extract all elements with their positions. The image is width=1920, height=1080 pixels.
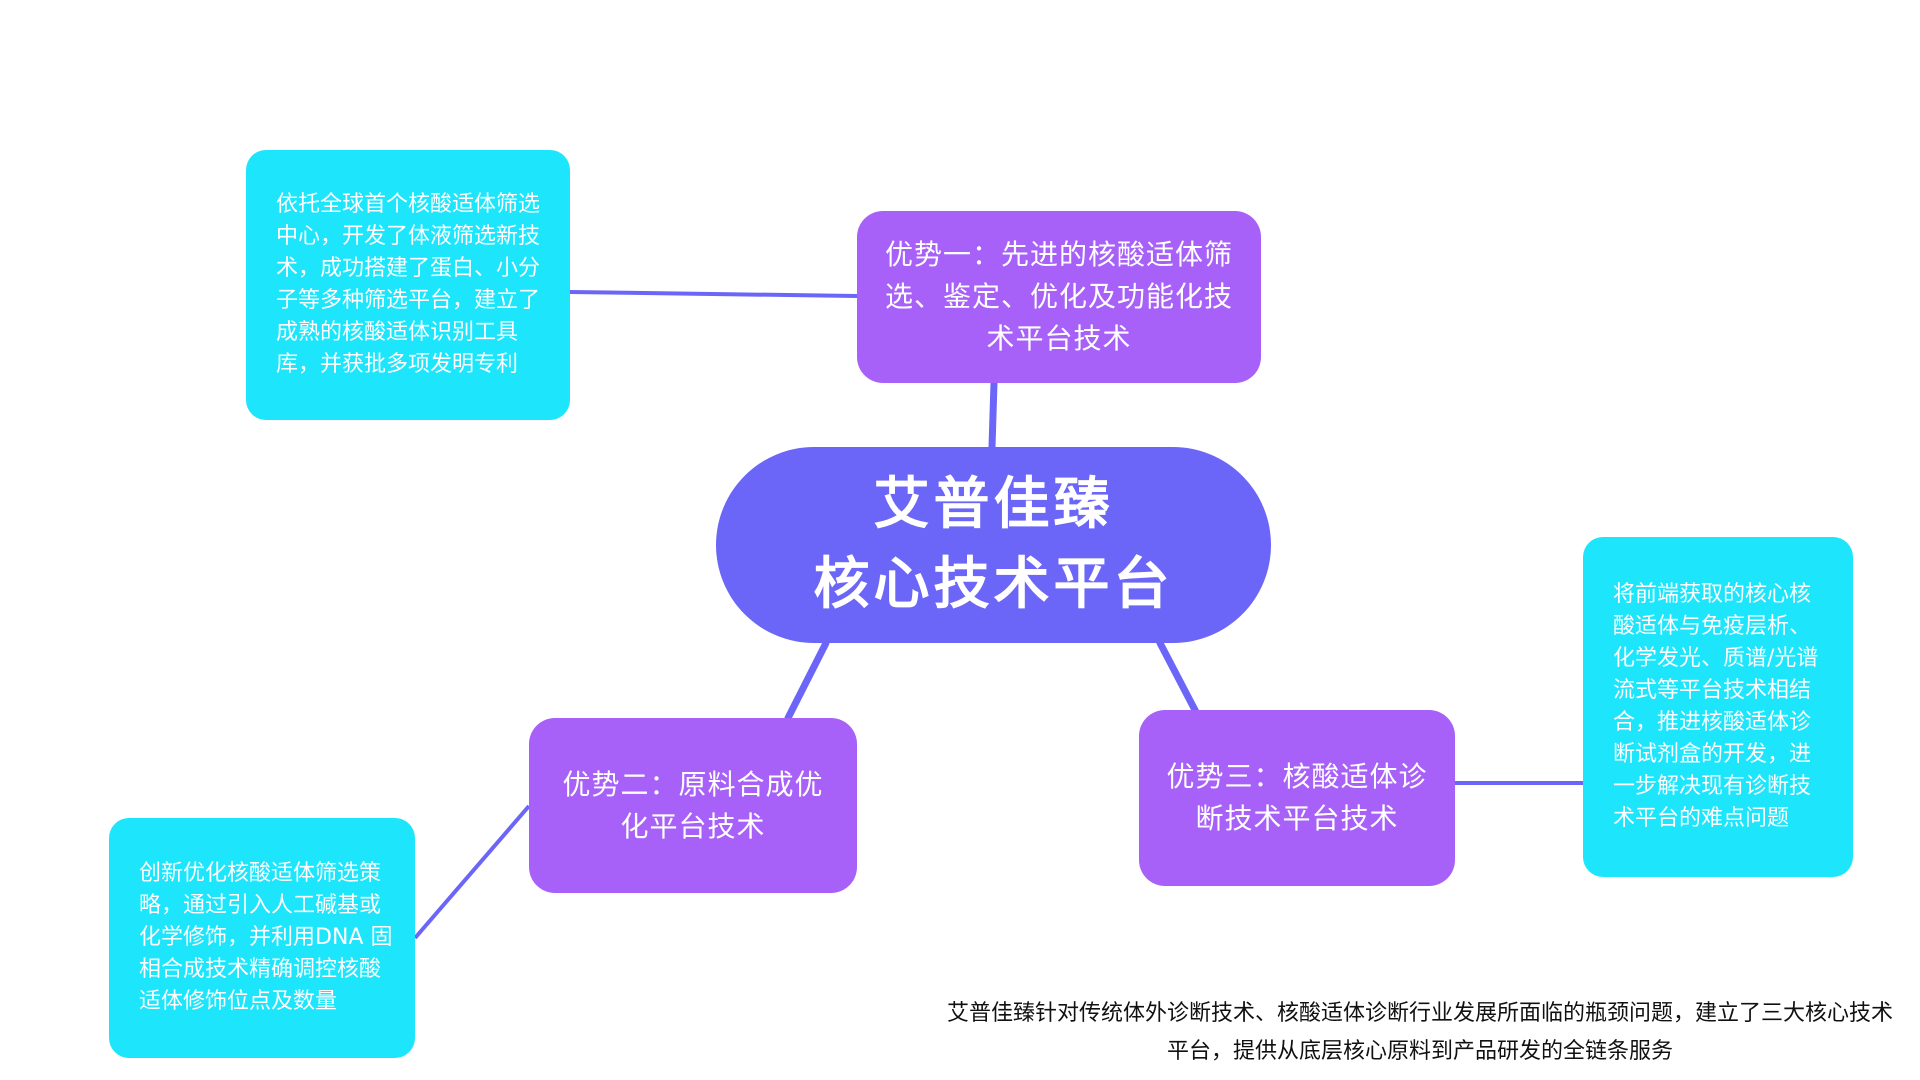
connector-center-adv1 [988,379,998,451]
connector-center-adv3 [1156,639,1200,716]
connector-adv1-desc1 [569,290,858,298]
advantage-3-label: 优势三：核酸适体诊断技术平台技术 [1166,760,1428,835]
description-3-text: 将前端获取的核心核酸适体与免疫层析、化学发光、质谱/光谱流式等平台技术相结合，推… [1613,582,1819,831]
connector-adv2-desc2 [413,804,531,940]
advantage-1-node: 优势一：先进的核酸适体筛选、鉴定、优化及功能化技术平台技术 [857,211,1261,383]
description-3-node: 将前端获取的核心核酸适体与免疫层析、化学发光、质谱/光谱流式等平台技术相结合，推… [1583,537,1853,877]
central-topic-line2: 核心技术平台 [813,552,1174,617]
connector-center-adv2 [784,639,830,722]
advantage-1-label: 优势一：先进的核酸适体筛选、鉴定、优化及功能化技术平台技术 [884,238,1233,355]
description-1-node: 依托全球首个核酸适体筛选中心，开发了体液筛选新技术，成功搭建了蛋白、小分子等多种… [246,150,570,420]
advantage-3-node: 优势三：核酸适体诊断技术平台技术 [1139,710,1455,886]
description-2-node: 创新优化核酸适体筛选策略，通过引入人工碱基或化学修饰，并利用DNA 固相合成技术… [109,818,415,1058]
central-topic: 艾普佳臻 核心技术平台 [716,447,1271,643]
advantage-2-node: 优势二：原料合成优化平台技术 [529,718,857,893]
central-topic-line1: 艾普佳臻 [873,472,1114,537]
description-2-text: 创新优化核酸适体筛选策略，通过引入人工碱基或化学修饰，并利用DNA 固相合成技术… [139,861,393,1014]
summary-text: 艾普佳臻针对传统体外诊断技术、核酸适体诊断行业发展所面临的瓶颈问题，建立了三大核… [946,1001,1893,1064]
advantage-2-label: 优势二：原料合成优化平台技术 [562,767,824,843]
description-1-text: 依托全球首个核酸适体筛选中心，开发了体液筛选新技术，成功搭建了蛋白、小分子等多种… [276,192,541,377]
